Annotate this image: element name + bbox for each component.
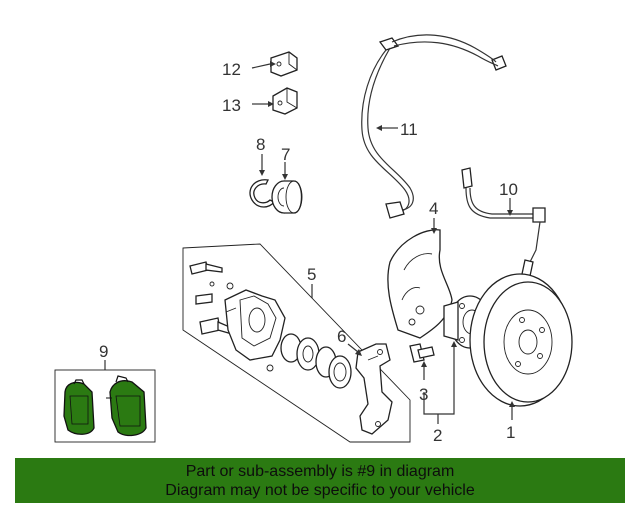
callout-9: 9	[99, 342, 108, 361]
arrow-12	[270, 61, 276, 67]
banner-line-2: Diagram may not be specific to your vehi…	[165, 482, 475, 499]
part-7-wheel-bearing[interactable]	[271, 180, 303, 214]
callout-6: 6	[337, 327, 346, 346]
callout-3: 3	[419, 385, 428, 404]
callout-8: 8	[256, 135, 265, 154]
callout-11: 11	[400, 120, 418, 139]
callout-2: 2	[433, 426, 442, 445]
leader-2	[423, 346, 455, 415]
part-5-caliper-assembly[interactable]	[182, 243, 411, 443]
arrow-10	[507, 210, 513, 216]
info-banner: Part or sub-assembly is #9 in diagram Di…	[15, 458, 625, 503]
arrow-8	[259, 170, 265, 176]
leader-12	[251, 63, 271, 69]
arrow-13	[268, 101, 274, 107]
arrow-1	[509, 401, 515, 407]
banner-line-1: Part or sub-assembly is #9 in diagram	[185, 463, 455, 480]
callout-5: 5	[307, 265, 316, 284]
part-12-bracket[interactable]	[270, 51, 298, 77]
callout-10: 10	[499, 180, 518, 199]
parts-diagram: 12 13 11 8 7	[54, 34, 573, 445]
arrow-7	[282, 174, 288, 180]
callout-1: 1	[506, 423, 515, 442]
arrow-4	[431, 228, 437, 234]
part-13-bracket[interactable]	[272, 87, 298, 115]
arrow-3	[421, 361, 427, 367]
part-11-sensor-wire[interactable]	[361, 34, 507, 219]
part-6-caliper-bracket[interactable]	[355, 343, 393, 435]
callout-7: 7	[281, 145, 290, 164]
part-3-hub-bolt[interactable]	[409, 343, 435, 363]
arrow-11	[376, 125, 382, 131]
part-9-brake-pads[interactable]	[54, 369, 156, 443]
leader-6	[347, 343, 359, 353]
part-8-snap-ring[interactable]	[249, 179, 275, 208]
part-4-dust-shield[interactable]	[387, 229, 453, 339]
callout-13: 13	[222, 96, 241, 115]
arrow-2	[451, 341, 457, 347]
part-10-brake-hose[interactable]	[461, 167, 546, 277]
part-1-brake-rotor[interactable]	[469, 273, 573, 407]
callout-4: 4	[429, 199, 438, 218]
arrow-6	[355, 349, 362, 356]
callout-12: 12	[222, 60, 241, 79]
